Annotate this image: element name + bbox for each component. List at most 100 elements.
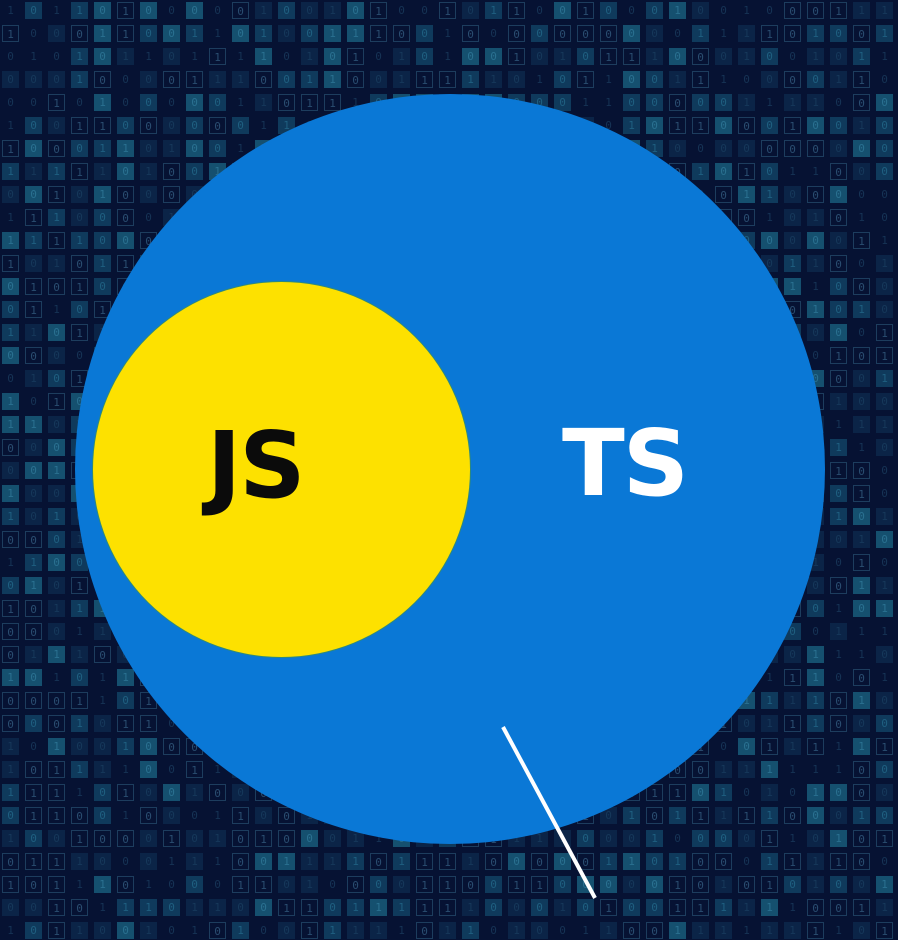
binary-cell: 0 (25, 347, 42, 364)
binary-cell: 0 (853, 393, 870, 410)
binary-cell: 1 (853, 899, 870, 916)
binary-cell: 1 (761, 25, 778, 42)
binary-cell: 1 (255, 876, 272, 893)
binary-cell: 0 (25, 669, 42, 686)
binary-cell: 1 (876, 508, 893, 525)
binary-cell: 0 (94, 830, 111, 847)
binary-cell: 0 (2, 278, 19, 295)
binary-cell: 1 (370, 899, 387, 916)
binary-cell: 1 (784, 715, 801, 732)
binary-cell: 1 (48, 646, 65, 663)
binary-cell: 0 (881, 211, 888, 224)
binary-cell: 1 (117, 899, 134, 916)
binary-cell: 0 (881, 855, 888, 868)
binary-cell: 0 (623, 876, 640, 893)
binary-cell: 0 (283, 50, 290, 63)
binary-cell: 0 (738, 830, 755, 847)
binary-cell: 0 (255, 807, 272, 824)
binary-cell: 0 (168, 4, 175, 17)
binary-cell: 1 (669, 2, 686, 19)
binary-cell: 1 (25, 853, 42, 870)
binary-cell: 1 (738, 48, 755, 65)
binary-cell: 0 (761, 163, 778, 180)
binary-cell: 0 (623, 25, 640, 42)
binary-cell: 0 (692, 853, 709, 870)
binary-cell: 1 (2, 324, 19, 341)
binary-cell: 0 (48, 439, 65, 456)
binary-cell: 0 (347, 876, 364, 893)
binary-cell: 1 (508, 48, 525, 65)
binary-cell: 1 (393, 71, 410, 88)
binary-cell: 1 (255, 830, 272, 847)
binary-cell: 1 (835, 740, 842, 753)
binary-cell: 0 (697, 142, 704, 155)
binary-cell: 1 (94, 163, 111, 180)
binary-cell: 0 (600, 2, 617, 19)
binary-cell: 1 (830, 71, 847, 88)
binary-cell: 1 (789, 763, 796, 776)
binary-cell: 1 (232, 71, 249, 88)
binary-cell: 1 (186, 853, 203, 870)
binary-cell: 0 (835, 96, 842, 109)
binary-cell: 1 (554, 48, 571, 65)
binary-cell: 0 (30, 27, 37, 40)
binary-cell: 1 (370, 2, 387, 19)
binary-cell: 0 (830, 485, 847, 502)
binary-cell: 0 (692, 876, 709, 893)
binary-cell: 0 (168, 878, 175, 891)
binary-cell: 0 (2, 623, 19, 640)
binary-cell: 0 (278, 71, 295, 88)
binary-cell: 0 (784, 25, 801, 42)
binary-cell: 1 (324, 922, 341, 939)
binary-cell: 1 (94, 117, 111, 134)
binary-cell: 1 (761, 715, 778, 732)
binary-cell: 1 (531, 876, 548, 893)
binary-cell: 1 (807, 669, 824, 686)
binary-cell: 1 (876, 899, 893, 916)
binary-cell: 1 (715, 899, 732, 916)
binary-cell: 1 (600, 853, 617, 870)
binary-cell: 0 (25, 485, 42, 502)
binary-cell: 1 (738, 94, 755, 111)
binary-cell: 0 (393, 25, 410, 42)
binary-cell: 0 (876, 761, 893, 778)
binary-cell: 0 (122, 96, 129, 109)
binary-cell: 1 (807, 255, 824, 272)
binary-cell: 1 (812, 280, 819, 293)
binary-cell: 1 (2, 830, 19, 847)
binary-cell: 0 (812, 625, 819, 638)
binary-cell: 0 (416, 25, 433, 42)
binary-cell: 0 (830, 324, 847, 341)
binary-cell: 1 (76, 878, 83, 891)
binary-cell: 0 (94, 48, 111, 65)
binary-cell: 0 (94, 278, 111, 295)
binary-cell: 1 (214, 855, 221, 868)
binary-cell: 0 (692, 94, 709, 111)
binary-cell: 1 (53, 303, 60, 316)
binary-cell: 1 (761, 853, 778, 870)
binary-cell: 1 (876, 922, 893, 939)
binary-cell: 1 (232, 876, 249, 893)
binary-cell: 0 (48, 577, 65, 594)
binary-cell: 0 (48, 692, 65, 709)
binary-cell: 1 (853, 416, 870, 433)
binary-cell: 1 (25, 232, 42, 249)
binary-cell: 1 (7, 4, 14, 17)
binary-cell: 0 (2, 301, 19, 318)
binary-cell: 0 (416, 922, 433, 939)
js-label: JS (207, 412, 305, 519)
binary-cell: 0 (140, 71, 157, 88)
binary-cell: 1 (830, 462, 847, 479)
binary-cell: 1 (416, 853, 433, 870)
binary-cell: 1 (76, 786, 83, 799)
binary-cell: 0 (784, 209, 801, 226)
binary-cell: 1 (53, 671, 60, 684)
binary-cell: 1 (789, 165, 796, 178)
binary-cell: 0 (416, 48, 433, 65)
binary-cell: 0 (830, 715, 847, 732)
binary-cell: 1 (784, 94, 801, 111)
binary-cell: 1 (577, 71, 594, 88)
binary-cell: 0 (140, 117, 157, 134)
binary-cell: 1 (255, 2, 272, 19)
binary-cell: 1 (71, 922, 88, 939)
